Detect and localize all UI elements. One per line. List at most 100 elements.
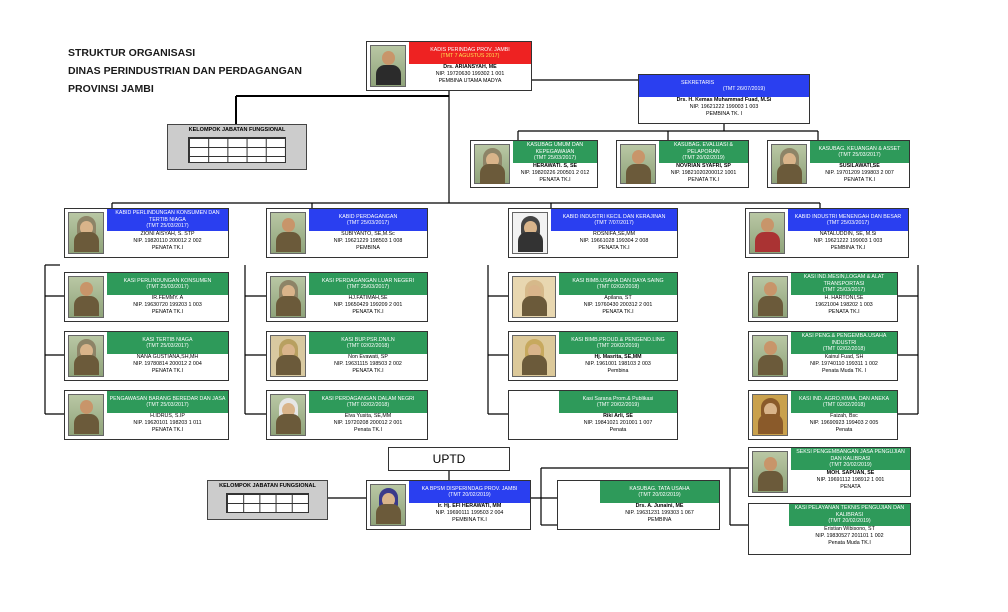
kabid-perdagangan-title: KABID PERDAGANGAN xyxy=(338,213,398,220)
kaupt-nip: NIP. 19690111 199503 2 004 xyxy=(435,510,504,516)
tata-usaha-nip: NIP. 19631231 199303 1 067 xyxy=(625,510,694,516)
kadis-header: KADIS PERINDAG PROV. JAMBI (TMT 7 AGUSTU… xyxy=(409,42,531,64)
tata-usaha-box: KASUBAG. TATA USAHA(TMT 20/02/2019) Drs.… xyxy=(557,480,720,530)
sekretaris-header: SEKRETARIS (TMT 26/07/2019) xyxy=(639,75,809,97)
title-line-2: DINAS PERINDUSTRIAN DAN PERDAGANGAN xyxy=(68,65,302,77)
tata-usaha-rank: PEMBINA xyxy=(647,517,672,523)
kabid-perdagangan-rank: PEMBINA xyxy=(356,245,380,251)
kasubag-evaluasi-rank: PENATA TK.I xyxy=(687,177,720,183)
kaupt-header: KA BPSM DISPERINDAG PROV. JAMBI(TMT 20/0… xyxy=(409,481,530,503)
kadis-name: Drs. ARIANSYAH, ME xyxy=(443,64,497,70)
fungsional-grid-1 xyxy=(188,137,286,163)
kabid-imb-header: KABID INDUSTRI MENENGAH DAN BESAR(TMT 25… xyxy=(788,209,908,231)
kasi-col3-item-3: Kasi Sarana Prom.& Publikasi(TMT 20/02/2… xyxy=(508,390,678,440)
sekretaris-rank: PEMBINA TK. I xyxy=(705,111,743,117)
kasi-col4-rank-2: Penata Muda TK. I xyxy=(821,368,867,374)
kasi-col4-nip-1: 19621004 198202 1 003 xyxy=(815,302,873,308)
kasi-col1-nip-1: NIP. 19630720 199203 1 003 xyxy=(133,302,202,308)
kabid-ikk-name: ROSNIFA,SE,MM xyxy=(592,231,636,237)
seksi-pelayanan-name: Eristian Wibisono, ST xyxy=(824,526,875,532)
kasubag-keuangan-title: KASUBAG. KEUANGAN & ASSET xyxy=(818,145,901,152)
kasi-col2-item-2: KASI BUP.PSR.DN/LN(TMT 02/02/2018) Non E… xyxy=(266,331,428,381)
kasi-col1-photo-2 xyxy=(68,335,104,377)
kasi-col4-name-3: Faizah, Bsc xyxy=(830,413,858,419)
kadis-tmt: (TMT 7 AGUSTUS 2017) xyxy=(440,53,500,59)
kasi-col4-photo-2 xyxy=(752,335,788,377)
seksi-pelayanan-box: KASI PELAYANAN TEKNIS PENGUJIAN DAN KALI… xyxy=(748,503,911,555)
sekretaris-name: Drs. H. Kemas Muhammad Fuad, M.Si xyxy=(676,97,772,103)
kasi-col3-title-3: Kasi Sarana Prom.& Publikasi xyxy=(582,395,654,402)
kabid-perlindungan-box: KABID PERLINDUNGAN KONSUMEN DAN TERTIB N… xyxy=(64,208,229,258)
seksi-pelayanan-nip: NIP. 19830527 201101 1 002 xyxy=(815,533,884,539)
kasubag-keuangan-header: KASUBAG. KEUANGAN & ASSET(TMT 25/03/2017… xyxy=(810,141,909,163)
kasi-col4-nip-3: NIP. 19690923 199403 2 005 xyxy=(809,420,879,426)
kasi-col4-item-2: KASI PENG.& PENGEMBA.USAHA INDUSTRI(TMT … xyxy=(748,331,898,381)
fungsional-group-1: KELOMPOK JABATAN FUNGSIONAL xyxy=(167,124,307,170)
kasi-col4-title-1: KASI IND.MESIN,LOGAM & ALAT TRANSPORTASI xyxy=(803,274,885,287)
kasi-col2-item-3: KASI PERDAGANGAN DALAM NEGRI(TMT 02/02/2… xyxy=(266,390,428,440)
kasi-col1-photo-3 xyxy=(68,394,104,436)
kasubag-umum-box: KASUBAG UMUM DAN KEPEGAWAIAN(TMT 25/03/2… xyxy=(470,140,598,188)
kasi-col4-tmt-3: (TMT 02/02/2018) xyxy=(822,402,866,408)
kabid-perlindungan-tmt: (TMT 25/03/2017) xyxy=(146,223,189,230)
kasubag-keuangan-box: KASUBAG. KEUANGAN & ASSET(TMT 25/03/2017… xyxy=(767,140,910,188)
kasi-col3-rank-1: PENATA TK.I xyxy=(602,309,634,315)
kasubag-umum-photo xyxy=(474,144,510,184)
chart-title: STRUKTUR ORGANISASI DINAS PERINDUSTRIAN … xyxy=(68,44,302,98)
kasi-col1-rank-2: PENATA TK.I xyxy=(151,368,184,374)
kasi-col4-name-2: Kainul Fuad, SH xyxy=(824,354,864,360)
tata-usaha-name: Drs. A. Junaini, ME xyxy=(635,503,684,509)
kasubag-evaluasi-box: KASUBAG. EVALUASI & PELAPORAN(TMT 20/02/… xyxy=(616,140,749,188)
kasi-col4-name-1: H. HARTONI,SE xyxy=(824,295,864,301)
kasi-col3-title-1: KASI BIMB.USAHA DAN DAYA SAING xyxy=(572,277,664,284)
seksi-pengembangan-rank: PENATA xyxy=(840,484,861,490)
kasi-col2-rank-2: PENATA TK.I xyxy=(352,368,384,374)
kabid-perlindungan-rank: PENATA TK.I xyxy=(151,245,184,251)
kabid-perdagangan-box: KABID PERDAGANGAN(TMT 25/03/2017) SUBIYA… xyxy=(266,208,428,258)
kasi-col3-photo-2 xyxy=(512,335,556,377)
kasi-col4-photo-1 xyxy=(752,276,788,318)
kasi-col1-title-3: PENGAWASAN BARANG BEREDAR DAN JASA xyxy=(109,395,226,402)
kasubag-umum-nip: NIP. 19820226 200501 2 012 xyxy=(520,170,590,176)
kasi-col1-title-1: KASI PERLINDUNGAN KONSUMEN xyxy=(123,277,212,284)
kasi-col3-tmt-3: (TMT 20/02/2019) xyxy=(596,402,640,408)
seksi-pengembangan-name: MOH. SAPUAN, SE xyxy=(826,470,875,476)
kabid-perlindungan-nip: NIP. 19820110 200012 2 002 xyxy=(133,238,202,244)
kasi-col3-photo-1 xyxy=(512,276,556,318)
seksi-pelayanan-rank: Penata Muda TK.I xyxy=(828,540,871,546)
tata-usaha-tmt: (TMT 20/02/2019) xyxy=(638,492,681,498)
kabid-perlindungan-photo xyxy=(68,212,104,254)
kasubag-umum-rank: PENATA TK.I xyxy=(539,177,571,183)
kasi-col1-item-1: KASI PERLINDUNGAN KONSUMEN(TMT 25/03/201… xyxy=(64,272,229,322)
kaupt-title: KA BPSM DISPERINDAG PROV. JAMBI xyxy=(421,485,518,492)
kasi-col1-name-1: IR.FEMMY. A xyxy=(151,295,184,301)
kasi-col1-photo-1 xyxy=(68,276,104,318)
kasubag-evaluasi-tmt: (TMT 20/02/2019) xyxy=(682,155,725,162)
kabid-perlindungan-title: KABID PERLINDUNGAN KONSUMEN DAN TERTIB N… xyxy=(115,210,220,223)
kasi-col1-title-2: KASI TERTIB NIAGA xyxy=(142,336,193,343)
kasi-col4-nip-2: NIP. 19740110 199311 1 002 xyxy=(810,361,878,367)
seksi-pengembangan-nip: NIP. 19691112 198912 1 001 xyxy=(816,477,885,483)
kaupt-tmt: (TMT 20/02/2019) xyxy=(448,492,491,498)
kabid-imb-name: NATALUDDIN, SE, M.Si xyxy=(819,231,877,237)
kasi-col2-title-1: KASI PERDAGANGAN LUAR NEGERI xyxy=(321,277,415,284)
kasi-col1-item-2: KASI TERTIB NIAGA(TMT 25/03/2017) NANA G… xyxy=(64,331,229,381)
kabid-ikk-header: KABID INDUSTRI KECIL DAN KERAJINAN(TMT 7… xyxy=(551,209,677,231)
kasi-col4-title-2: KASI PENG.& PENGEMBA.USAHA INDUSTRI xyxy=(801,333,887,346)
kabid-perlindungan-header: KABID PERLINDUNGAN KONSUMEN DAN TERTIB N… xyxy=(107,209,228,231)
title-line-3: PROVINSI JAMBI xyxy=(68,83,154,95)
kasi-col1-tmt-3: (TMT 25/03/2017) xyxy=(146,402,189,408)
kabid-ikk-box: KABID INDUSTRI KECIL DAN KERAJINAN(TMT 7… xyxy=(508,208,678,258)
kasi-col2-nip-3: NIP. 19720208 200012 2 001 xyxy=(333,420,403,426)
kasi-col3-item-1: KASI BIMB.USAHA DAN DAYA SAING(TMT 02/02… xyxy=(508,272,678,322)
tata-usaha-header: KASUBAG. TATA USAHA(TMT 20/02/2019) xyxy=(600,481,719,503)
kasi-col1-nip-3: NIP. 19620101 198203 1 011 xyxy=(133,420,202,426)
kasi-col4-item-1: KASI IND.MESIN,LOGAM & ALAT TRANSPORTASI… xyxy=(748,272,898,322)
kabid-imb-title: KABID INDUSTRI MENENGAH DAN BESAR xyxy=(794,213,902,220)
kadis-title: KADIS PERINDAG PROV. JAMBI xyxy=(430,46,510,53)
kasi-col2-tmt-2: (TMT 02/02/2018) xyxy=(346,343,390,349)
kasi-col2-title-3: KASI PERDAGANGAN DALAM NEGRI xyxy=(321,395,415,402)
kasi-col4-tmt-2: (TMT 02/02/2018) xyxy=(822,346,866,353)
uptd-label: UPTD xyxy=(432,452,466,466)
